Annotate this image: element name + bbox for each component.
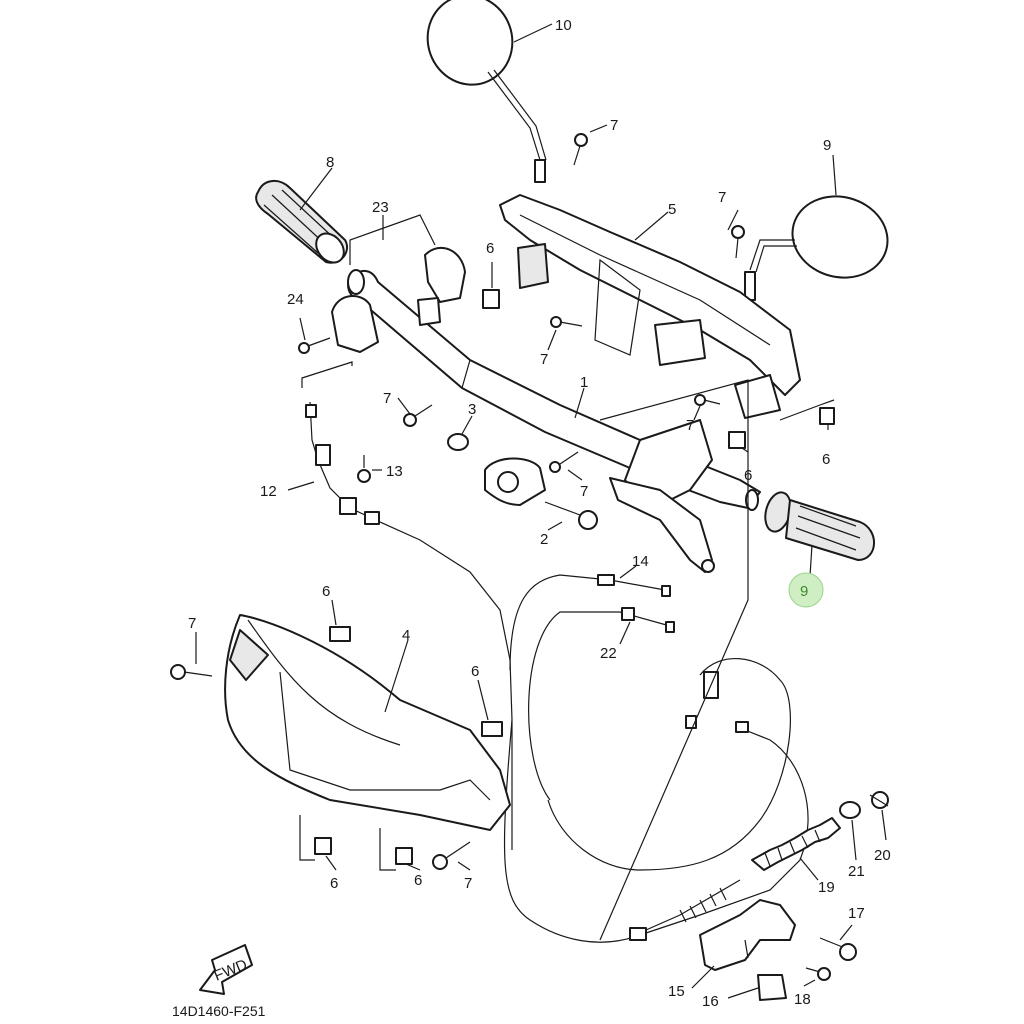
cable-12-part[interactable] — [305, 401, 513, 721]
lever-holder-part[interactable] — [609, 419, 715, 573]
callout-7: 7 — [540, 351, 548, 368]
callout-16: 16 — [702, 993, 719, 1010]
callout-20: 20 — [874, 847, 891, 864]
callout-18: 18 — [794, 991, 811, 1008]
callout-15: 15 — [668, 983, 685, 1000]
callout-12: 12 — [260, 483, 277, 500]
callout-19: 19 — [818, 879, 835, 896]
callout-9: 9 — [800, 583, 808, 600]
front-cover-part[interactable] — [224, 614, 511, 831]
callout-6: 6 — [822, 451, 830, 468]
bolt-17-part[interactable] — [819, 937, 857, 961]
grip-left-part[interactable] — [255, 180, 349, 268]
callout-6: 6 — [471, 663, 479, 680]
bolt-2-part[interactable] — [544, 501, 598, 530]
callout-7: 7 — [580, 483, 588, 500]
callout-5: 5 — [668, 201, 676, 218]
clamp-part[interactable] — [447, 433, 546, 506]
callout-3: 3 — [468, 401, 476, 418]
callout-11: 10 — [555, 17, 572, 34]
callout-14: 14 — [632, 553, 649, 570]
callout-8: 8 — [326, 154, 334, 171]
spring-19-part[interactable] — [751, 817, 841, 871]
callout-7: 7 — [188, 615, 196, 632]
cable-22-part[interactable] — [528, 607, 675, 801]
callout-7: 7 — [610, 117, 618, 134]
part-20[interactable] — [869, 791, 889, 809]
cable-14-part[interactable] — [509, 574, 671, 671]
part-21[interactable] — [839, 801, 861, 819]
callout-24: 24 — [287, 291, 304, 308]
callout-6: 6 — [330, 875, 338, 892]
callout-10: 9 — [823, 137, 831, 154]
grip-right-part[interactable] — [761, 490, 875, 561]
callout-23: 23 — [372, 199, 389, 216]
callout-22: 22 — [600, 645, 617, 662]
diagram-code: 14D1460-F251 — [172, 1003, 266, 1019]
switch-housing-part[interactable] — [331, 246, 466, 353]
callout-6: 6 — [322, 583, 330, 600]
bolt-18-part[interactable] — [805, 967, 831, 981]
screw-13-part[interactable] — [357, 455, 371, 483]
forward-arrow-icon — [199, 944, 253, 995]
throttle-cable-part[interactable] — [503, 657, 809, 943]
handlebar-cover-part[interactable] — [499, 194, 801, 419]
callout-6: 6 — [486, 240, 494, 257]
screw-24-part[interactable] — [298, 337, 331, 354]
callout-7: 7 — [686, 417, 694, 434]
callout-17: 17 — [848, 905, 865, 922]
clip-6-parts[interactable] — [314, 289, 835, 865]
callout-6: 6 — [744, 467, 752, 484]
callout-7: 7 — [383, 390, 391, 407]
callout-4: 4 — [402, 627, 410, 644]
callout-21: 21 — [848, 863, 865, 880]
callout-7: 7 — [718, 189, 726, 206]
rubber-16-part[interactable] — [757, 974, 787, 1001]
callout-13: 13 — [386, 463, 403, 480]
callout-1: 1 — [580, 374, 588, 391]
callout-7: 7 — [464, 875, 472, 892]
callout-2: 2 — [540, 531, 548, 548]
mirror-right-part[interactable] — [744, 186, 897, 301]
highlight-marker-9 — [788, 572, 824, 608]
callout-6: 6 — [414, 872, 422, 889]
cable-end-part[interactable] — [645, 879, 741, 931]
screw-7-parts[interactable] — [170, 133, 745, 870]
mirror-left-part[interactable] — [415, 0, 547, 183]
